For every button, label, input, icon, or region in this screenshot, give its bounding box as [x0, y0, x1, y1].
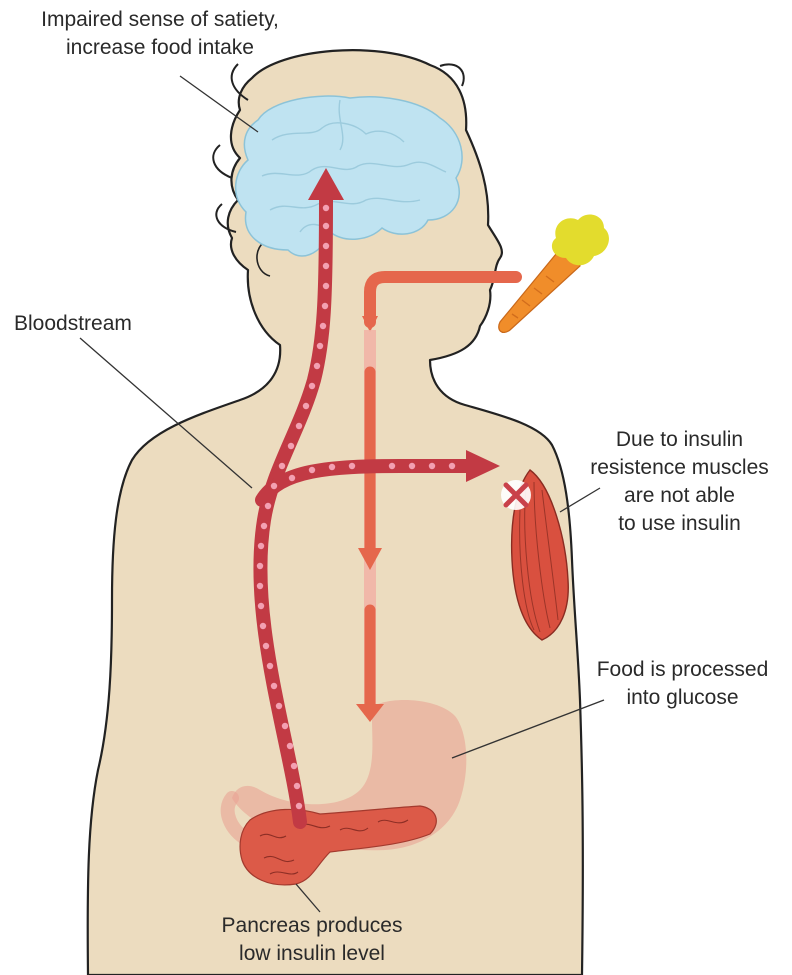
- label-pancreas-line-2: low insulin level: [192, 940, 432, 968]
- label-brain-line-2: increase food intake: [0, 34, 320, 62]
- label-muscle-line-4: to use insulin: [572, 510, 787, 538]
- cross-mark-icon: [501, 480, 531, 510]
- label-muscle-line-3: are not able: [572, 482, 787, 510]
- label-bloodstream: Bloodstream: [14, 310, 132, 338]
- label-food-line-2: into glucose: [575, 684, 790, 712]
- label-muscle-line-2: resistence muscles: [572, 454, 787, 482]
- hair-strand: [213, 145, 232, 178]
- label-pancreas: Pancreas produces low insulin level: [192, 912, 432, 968]
- label-muscle-line-1: Due to insulin: [572, 426, 787, 454]
- label-brain: Impaired sense of satiety, increase food…: [0, 6, 320, 62]
- label-brain-line-1: Impaired sense of satiety,: [0, 6, 320, 34]
- label-food-line-1: Food is processed: [575, 656, 790, 684]
- label-food-processing: Food is processed into glucose: [575, 656, 790, 712]
- label-pancreas-line-1: Pancreas produces: [192, 912, 432, 940]
- label-muscle: Due to insulin resistence muscles are no…: [572, 426, 787, 538]
